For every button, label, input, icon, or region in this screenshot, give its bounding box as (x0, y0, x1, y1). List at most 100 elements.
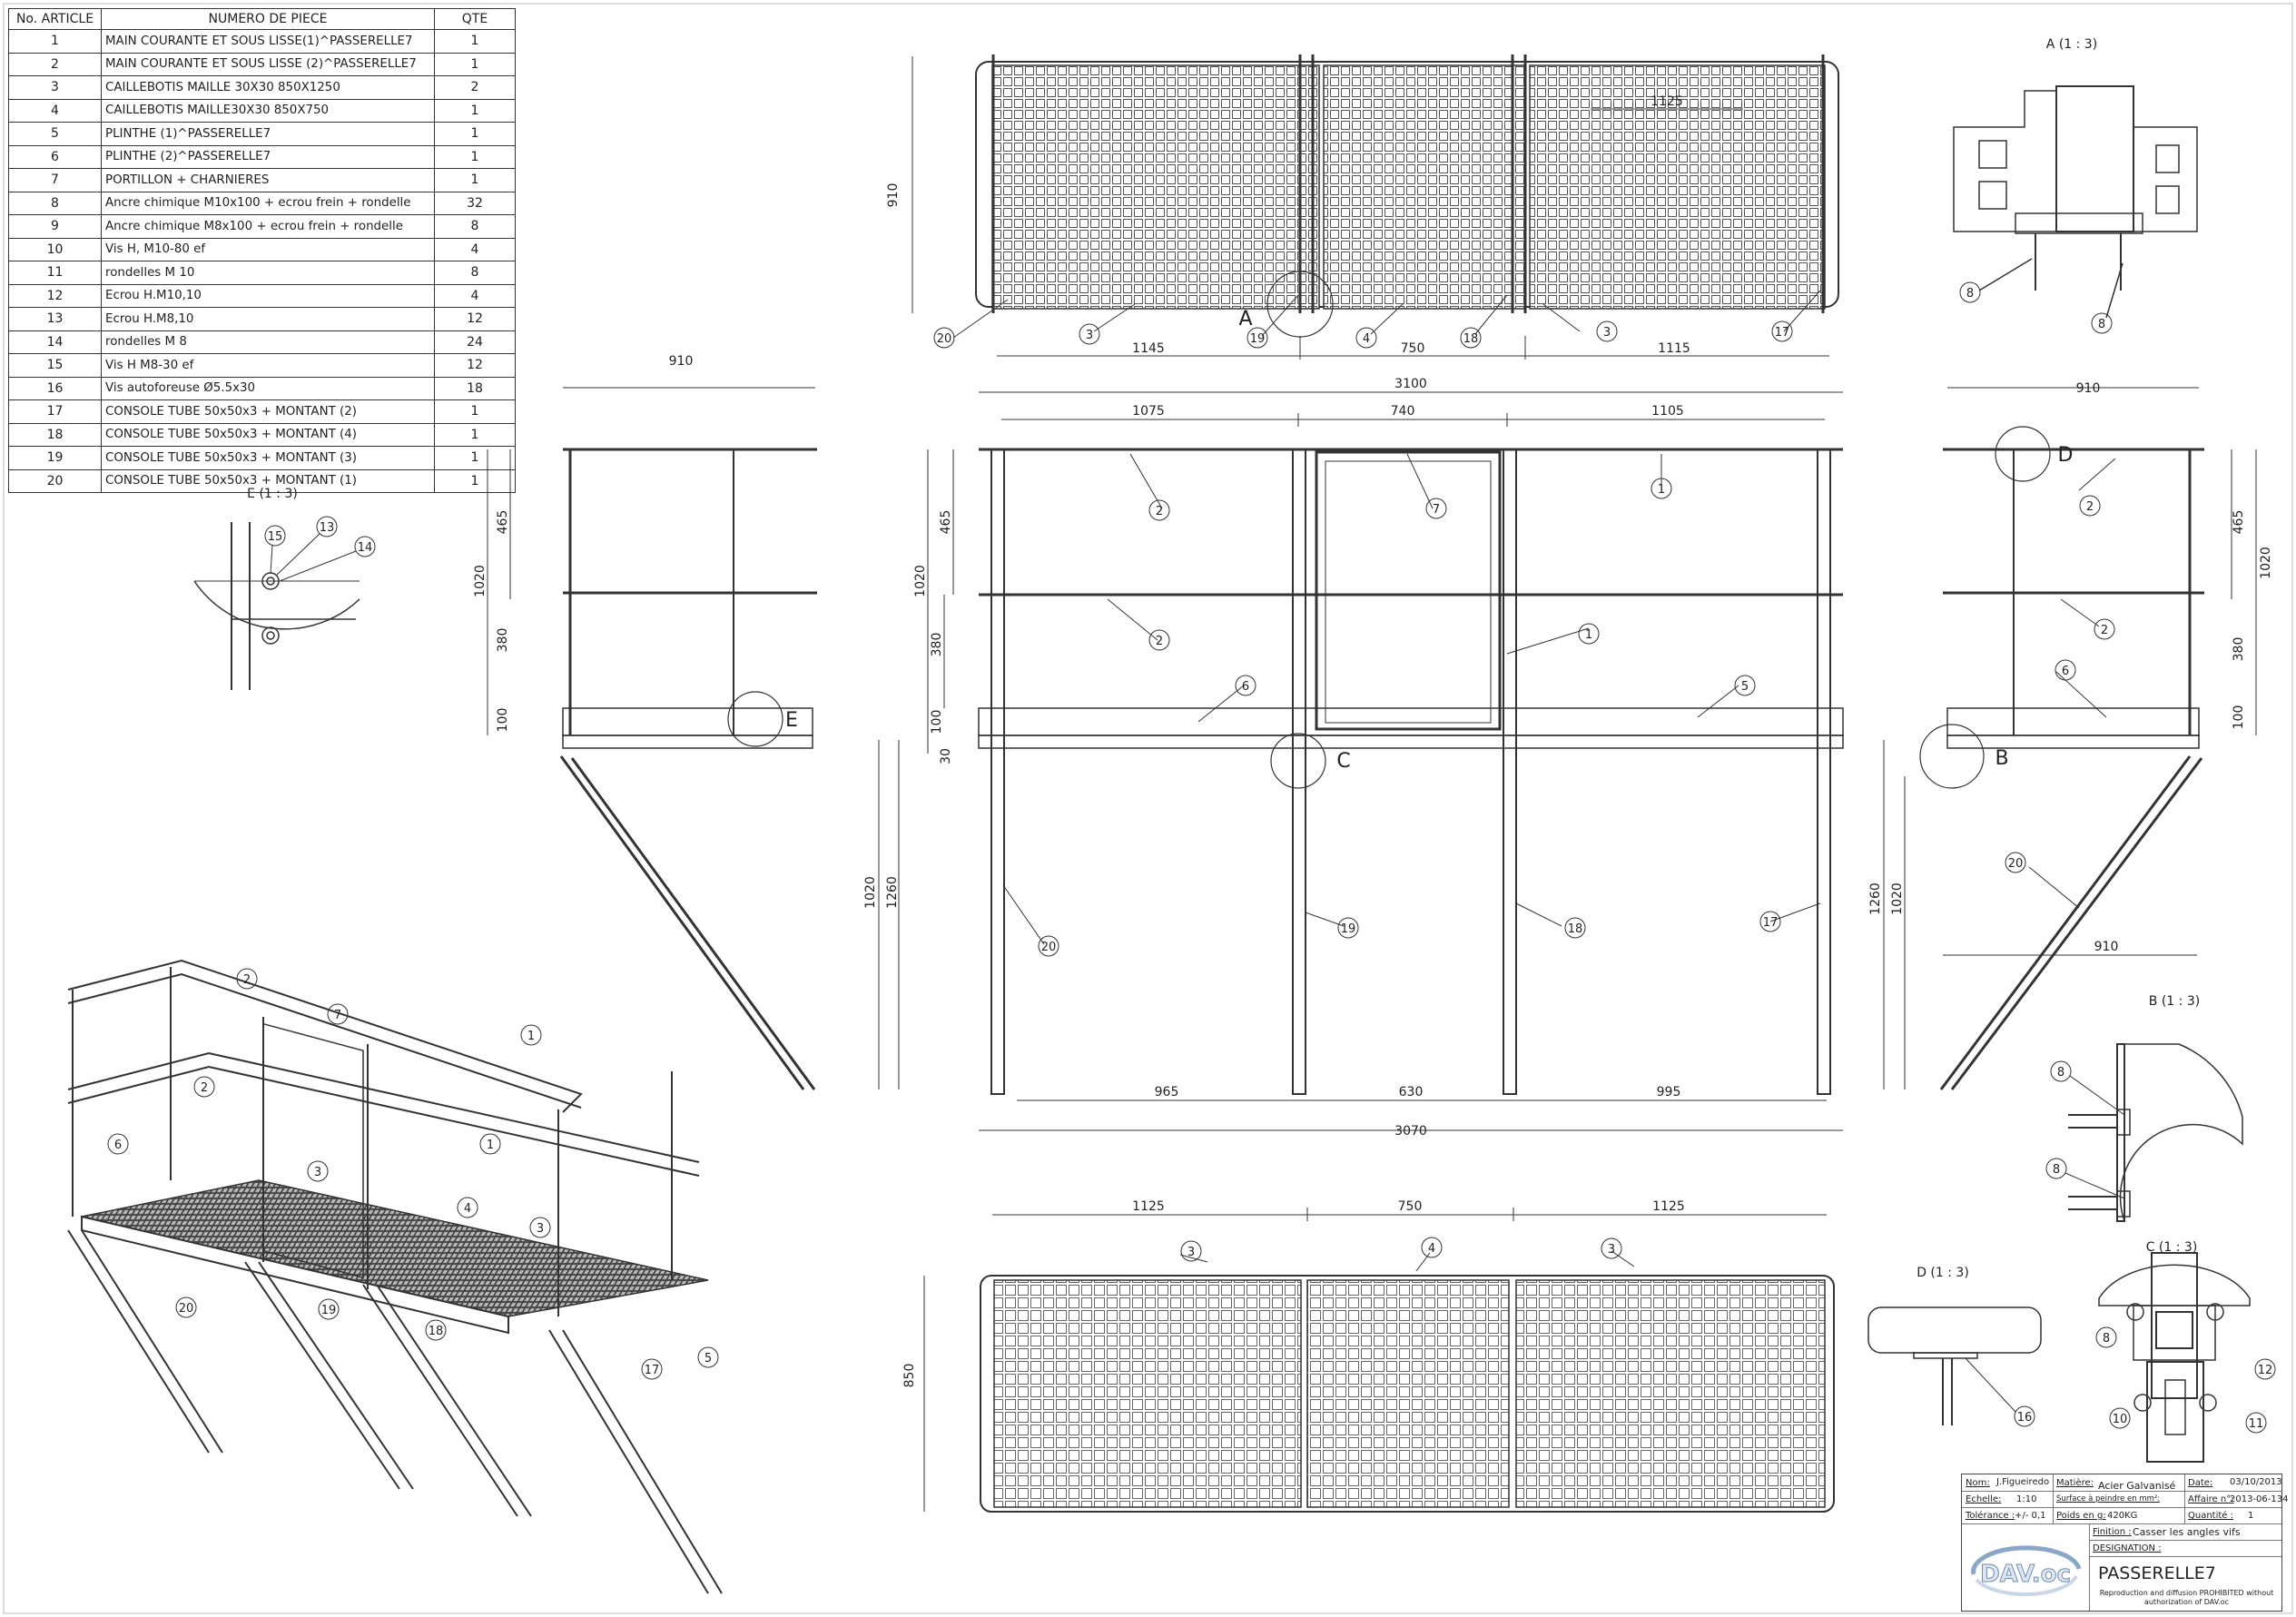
detail-b-title: B (1 : 3) (2149, 994, 2200, 1009)
bom-cell-desc: Ancre chimique M10x100 + ecrou frein + r… (101, 191, 435, 215)
dim-left-width: 910 (669, 354, 694, 369)
value-matiere: Acier Galvanisé (2098, 1480, 2176, 1492)
dim-top-inner: 1125 (1651, 94, 1683, 109)
dim-bottom-seg3: 1125 (1652, 1199, 1685, 1214)
logo-text: DAV.oc (1980, 1561, 2071, 1588)
label-quantite: Quantité : (2188, 1511, 2233, 1521)
value-finition: Casser les angles vifs (2133, 1526, 2241, 1538)
balloon-c-11: 11 (2249, 1417, 2264, 1431)
bom-cell-desc: Vis autoforeuse Ø5.5x30 (101, 376, 435, 400)
bom-header-qty: QTE (434, 8, 516, 30)
dim-right-1260: 1260 (1868, 882, 1883, 915)
bom-cell-no: 19 (8, 446, 102, 470)
bom-cell-desc: PLINTHE (2)^PASSERELLE7 (101, 144, 435, 169)
bom-cell-no: 17 (8, 399, 102, 424)
balloon-front-17: 17 (1763, 916, 1779, 930)
detail-a-title: A (1 : 3) (2046, 37, 2097, 52)
legal-note: Reproduction and diffusion PROHIBITED wi… (2099, 1589, 2274, 1606)
view-letter-a: A (1238, 308, 1252, 330)
balloon-a-8a: 8 (1966, 287, 1974, 301)
front-view-balloons (1038, 478, 1781, 957)
value-affaire: 2013-06-134 (2230, 1494, 2289, 1504)
bom-cell-qty: 1 (434, 122, 516, 146)
balloon-iso-4: 4 (464, 1202, 471, 1216)
balloon-c-10: 10 (2113, 1413, 2128, 1426)
bom-cell-desc: PLINTHE (1)^PASSERELLE7 (101, 122, 435, 146)
bom-cell-no: 16 (8, 376, 102, 400)
right-view-labels: 910 465 380 100 1020 1020 1260 910 D B (1868, 381, 2273, 954)
bom-cell-qty: 32 (434, 191, 516, 215)
balloon-front-19: 19 (1341, 922, 1356, 936)
view-letter-c: C (1336, 750, 1350, 773)
balloon-iso-19: 19 (321, 1304, 337, 1317)
balloon-bottom-3a: 3 (1187, 1246, 1195, 1259)
label-echelle: Echelle: (1966, 1494, 2002, 1504)
bom-cell-no: 9 (8, 214, 102, 239)
detail-c (2095, 1252, 2276, 1463)
bom-cell-qty: 1 (434, 52, 516, 76)
view-letter-b: B (1995, 747, 2008, 770)
bom-cell-desc: CONSOLE TUBE 50x50x3 + MONTANT (3) (101, 446, 435, 470)
dim-top-height: 910 (886, 183, 901, 208)
balloon-a-8b: 8 (2098, 318, 2105, 331)
bom-cell-no: 7 (8, 168, 102, 192)
bom-cell-desc: rondelles M 10 (101, 261, 435, 285)
balloon-top-17: 17 (1775, 326, 1790, 340)
dim-top-seg3: 1115 (1658, 341, 1690, 356)
balloon-front-2a: 2 (1156, 505, 1163, 518)
dim-front-bottom1: 965 (1155, 1085, 1179, 1099)
dim-front-bottom2: 630 (1399, 1085, 1424, 1099)
bom-cell-qty: 12 (434, 307, 516, 331)
balloon-front-18: 18 (1568, 922, 1583, 936)
company-logo: DAV.oc (1969, 1531, 2084, 1603)
bom-cell-no: 6 (8, 144, 102, 169)
balloon-iso-1a: 1 (527, 1030, 535, 1043)
dim-front-465: 465 (939, 510, 953, 535)
balloon-e-13: 13 (320, 521, 335, 535)
balloon-right-20: 20 (2008, 857, 2024, 871)
balloon-iso-5: 5 (705, 1352, 712, 1366)
balloon-right-6: 6 (2062, 665, 2069, 678)
detail-c-labels: C (1 : 3) 8 12 10 11 (2103, 1240, 2272, 1431)
bom-cell-qty: 1 (434, 399, 516, 424)
balloon-b-8b: 8 (2053, 1163, 2060, 1177)
dim-front-100: 100 (930, 710, 944, 735)
balloon-b-8a: 8 (2057, 1066, 2064, 1080)
bom-cell-no: 14 (8, 330, 102, 354)
bom-cell-no: 8 (8, 191, 102, 215)
balloon-front-20: 20 (1041, 941, 1057, 954)
label-finition: Finition : (2093, 1527, 2132, 1537)
dim-right-100: 100 (2232, 705, 2246, 730)
balloon-top-3a: 3 (1086, 329, 1093, 342)
bom-cell-qty: 4 (434, 283, 516, 308)
bom-cell-qty: 1 (434, 29, 516, 54)
dim-front-seg2: 740 (1391, 404, 1415, 419)
front-view (927, 391, 1844, 1131)
balloon-iso-18: 18 (429, 1325, 444, 1338)
bom-cell-qty: 1 (434, 168, 516, 192)
balloon-front-1b: 1 (1585, 628, 1592, 642)
label-nom: Nom: (1966, 1478, 1990, 1488)
bom-cell-no: 11 (8, 261, 102, 285)
dim-front-380: 380 (930, 633, 944, 657)
bom-header-desc: NUMERO DE PIECE (101, 8, 435, 30)
top-view-balloons (933, 320, 1793, 349)
bom-header-no: No. ARTICLE (8, 8, 102, 30)
detail-b (2045, 1043, 2243, 1222)
bom-cell-desc: CAILLEBOTIS MAILLE30X30 850X750 (101, 98, 435, 123)
label-date: Date: (2188, 1478, 2213, 1488)
bom-cell-no: 5 (8, 122, 102, 146)
bom-cell-no: 10 (8, 237, 102, 261)
detail-e-labels: E (1 : 3) 15 13 14 (247, 487, 372, 555)
front-view-balloon-text: 2 7 1 2 1 6 5 20 19 18 17 (1041, 483, 1779, 954)
bom-cell-no: 20 (8, 468, 102, 493)
bottom-view-balloons (1180, 1237, 1622, 1262)
title-block: Nom: J.Figueiredo Matière: Acier Galvani… (1961, 1474, 2288, 1612)
